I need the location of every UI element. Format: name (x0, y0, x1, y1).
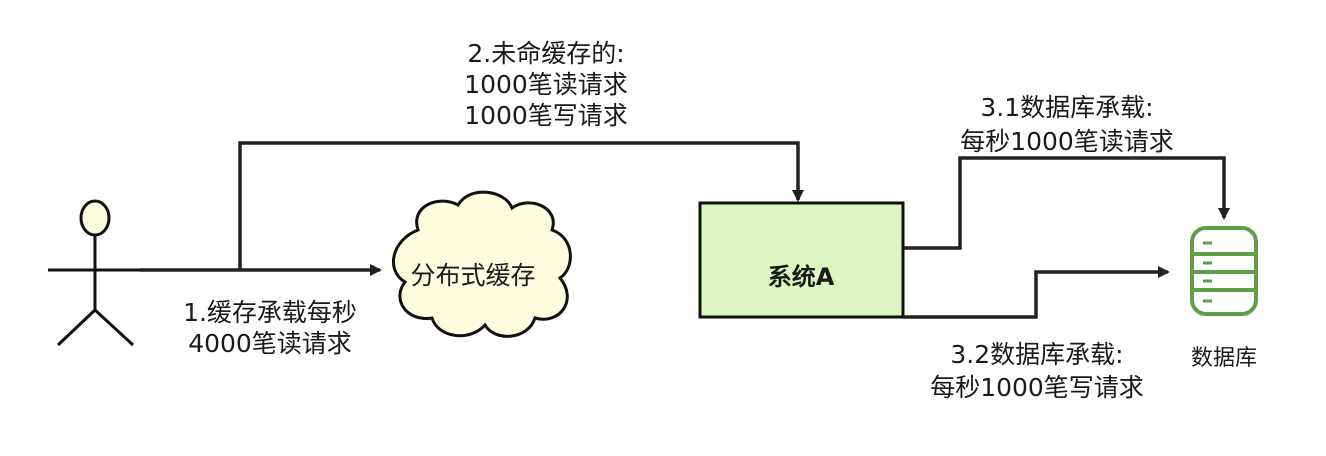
cache-miss-label-line1: 2.未命缓存的: (467, 39, 624, 68)
cache-miss-label-line3: 1000笔写请求 (464, 101, 628, 130)
edge-db-write (903, 266, 1170, 319)
stick-figure-user-icon (48, 199, 140, 347)
edge-cache-miss (238, 141, 804, 270)
cache-load-label-line1: 1.缓存承载每秒 (183, 298, 357, 327)
db-read-label-line2: 每秒1000笔读请求 (960, 127, 1174, 156)
database-label: 数据库 (1191, 346, 1257, 371)
system-a-box (698, 201, 905, 319)
edge-db-read (903, 156, 1230, 250)
cloud-icon (391, 190, 572, 338)
db-read-label-line1: 3.1数据库承载: (980, 93, 1153, 122)
cache-label: 分布式缓存 (410, 261, 535, 290)
database-icon (1190, 226, 1258, 316)
db-write-label-line1: 3.2数据库承载: (950, 340, 1123, 369)
cache-miss-label-line2: 1000笔读请求 (464, 70, 628, 99)
db-write-label-line2: 每秒1000笔写请求 (930, 373, 1144, 402)
cache-load-label-line2: 4000笔读请求 (188, 329, 352, 358)
system-a-label: 系统A (768, 263, 835, 291)
